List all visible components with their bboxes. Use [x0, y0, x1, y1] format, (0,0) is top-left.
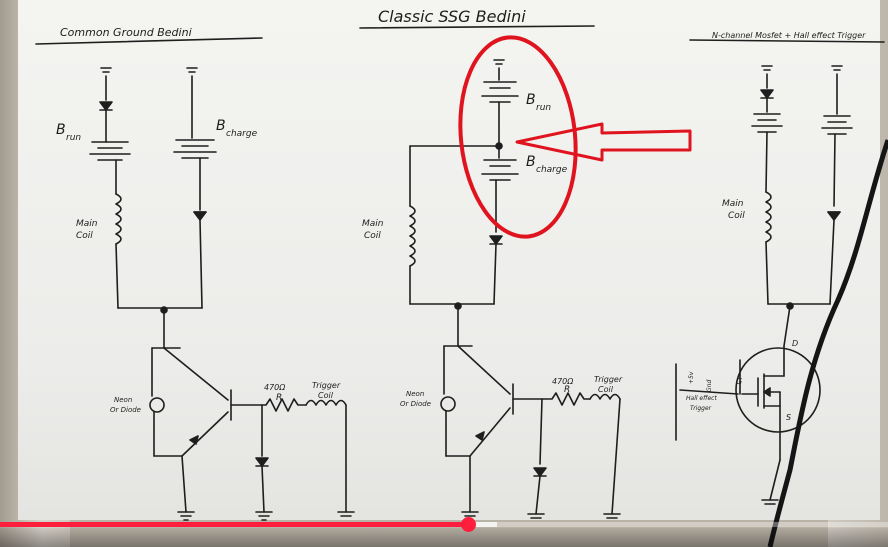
center-main-coil-line2: Coil: [364, 231, 381, 241]
center-main-coil-line1: Main: [362, 219, 384, 229]
center-bcharge-sub: charge: [536, 165, 568, 175]
right-hall-5v: +5v: [688, 371, 695, 384]
right-gate-label: G: [736, 377, 742, 386]
left-title-underline: [35, 37, 263, 45]
center-neon-line1: Neon: [406, 390, 424, 398]
whiteboard: [18, 0, 880, 520]
center-brun-label: B: [526, 92, 536, 108]
center-bcharge-label: B: [526, 154, 536, 170]
video-controls-strip: [0, 528, 888, 547]
right-drain-label: D: [792, 339, 798, 348]
right-hall-gnd: Gnd: [706, 380, 713, 392]
center-neon-line2: Or Diode: [400, 400, 431, 408]
left-title: Common Ground Bedini: [60, 26, 192, 39]
right-source-label: S: [786, 413, 791, 422]
right-title: N-channel Mosfet + Hall effect Trigger: [712, 31, 866, 40]
center-trigger-coil-line1: Trigger: [594, 375, 623, 384]
mosfet-circle: [735, 347, 821, 433]
center-circuit: [409, 59, 621, 521]
left-neon-line2: Or Diode: [110, 406, 141, 414]
left-main-coil-line2: Coil: [76, 231, 93, 241]
right-circuit: [675, 65, 853, 505]
left-neon-line1: Neon: [114, 396, 132, 404]
center-trigger-coil-line2: Coil: [598, 385, 614, 394]
center-resistor-label: R: [564, 385, 570, 395]
right-title-underline: [689, 39, 885, 43]
red-highlight-ellipse: [458, 35, 578, 239]
left-brun-label: B: [56, 122, 66, 138]
power-cable: [767, 139, 888, 547]
video-progress-played: [0, 522, 468, 527]
right-main-coil-line1: Main: [722, 199, 744, 209]
left-resistor-label: R: [276, 393, 282, 403]
left-bcharge-sub: charge: [226, 129, 258, 139]
left-bcharge-label: B: [216, 118, 226, 134]
left-circuit: [89, 67, 355, 521]
center-resistor-value: 470Ω: [552, 377, 574, 386]
right-main-coil-line2: Coil: [728, 211, 745, 221]
right-hall-trigger: Trigger: [690, 405, 712, 412]
left-main-coil-line1: Main: [76, 219, 98, 229]
left-brun-sub: run: [66, 133, 81, 143]
left-resistor-value: 470Ω: [264, 383, 286, 392]
center-title-underline: [359, 25, 595, 29]
left-trigger-coil-line1: Trigger: [312, 381, 341, 390]
center-brun-sub: run: [536, 103, 551, 113]
red-arrow: [515, 122, 692, 162]
left-trigger-coil-line2: Coil: [318, 391, 334, 400]
right-hall-effect: Hall effect: [686, 395, 717, 402]
video-scrubber-handle[interactable]: [460, 517, 476, 532]
center-title: Classic SSG Bedini: [378, 7, 526, 26]
